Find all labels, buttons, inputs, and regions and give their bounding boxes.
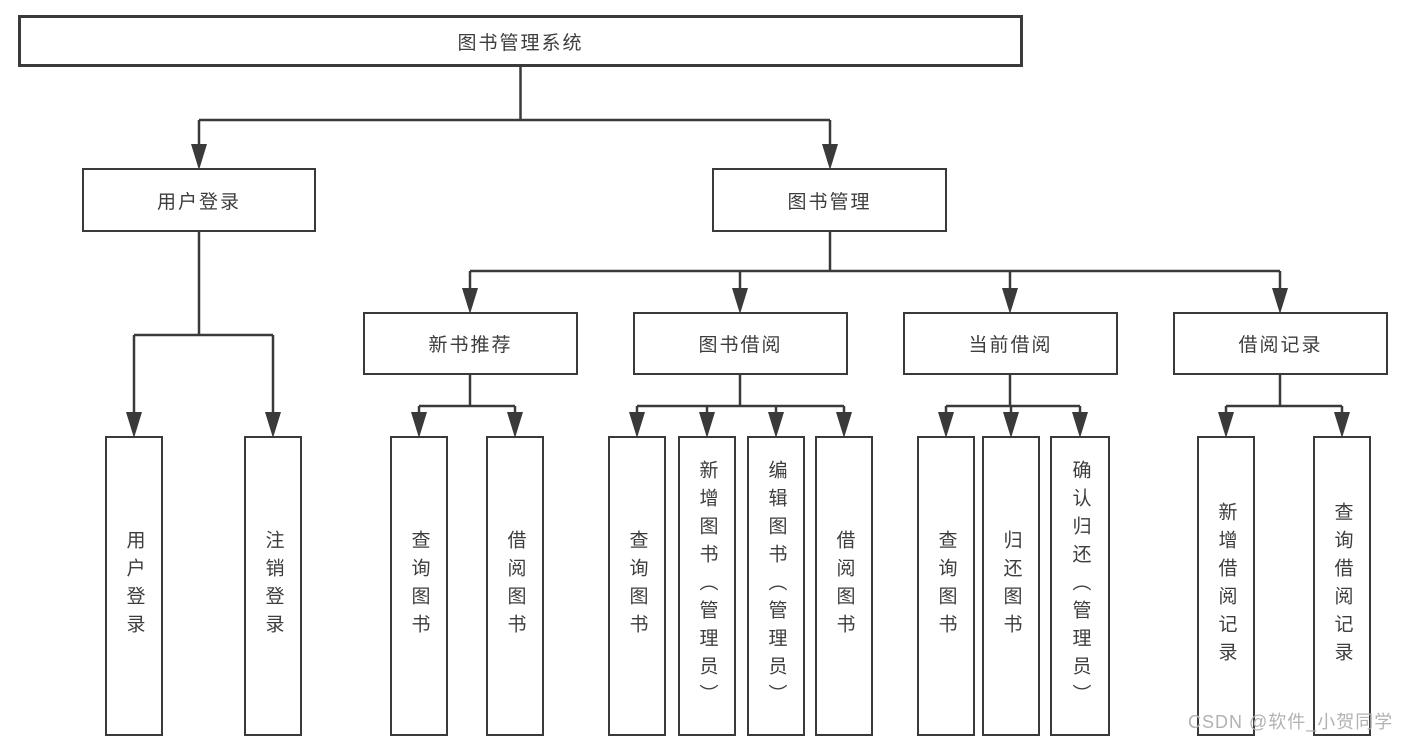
leaf-label: 新增借阅记录 [1215, 502, 1237, 670]
node-label: 用户登录 [156, 191, 241, 213]
leaf-return-books: 归还图书 [982, 436, 1040, 736]
connector-strokes [132, 67, 1344, 414]
leaf-label: 查询借阅记录 [1331, 502, 1353, 670]
leaf-add-books-admin: 新增图书（管理员） [678, 436, 736, 736]
leaf-user-login: 用户登录 [105, 436, 163, 736]
leaf-label: 注销登录 [262, 530, 284, 642]
leaf-borrow-books: 借阅图书 [815, 436, 873, 736]
leaf-newbook-borrow-books: 借阅图书 [486, 436, 544, 736]
leaf-label: 借阅图书 [833, 530, 855, 642]
node-label: 借阅记录 [1238, 335, 1323, 356]
node-label: 图书管理 [787, 191, 872, 213]
manage-group-connector [468, 232, 1282, 290]
leaf-label: 查询图书 [626, 530, 648, 642]
root-connector [197, 67, 832, 148]
leaf-label: 确认归还（管理员） [1069, 460, 1091, 712]
node-current-borrowing: 当前借阅 [903, 312, 1118, 375]
leaf-confirm-return-admin: 确认归还（管理员） [1050, 436, 1110, 736]
leaf-newbook-query-books: 查询图书 [390, 436, 448, 736]
leaf-borrow-query-books: 查询图书 [608, 436, 666, 736]
borrow-group-connector [635, 375, 846, 414]
node-label: 图书借阅 [698, 335, 783, 356]
leaf-label: 借阅图书 [504, 530, 526, 642]
node-label: 当前借阅 [968, 335, 1053, 356]
leaf-label: 编辑图书（管理员） [765, 460, 787, 712]
node-borrow-records: 借阅记录 [1173, 312, 1388, 375]
leaf-logout: 注销登录 [244, 436, 302, 736]
leaf-label: 新增图书（管理员） [696, 460, 718, 712]
login-group-connector [132, 232, 275, 414]
newbook-group-connector [417, 375, 517, 414]
leaf-label: 查询图书 [408, 530, 430, 642]
current-group-connector [944, 375, 1082, 414]
arrowheads [126, 144, 1350, 438]
leaf-label: 查询图书 [935, 530, 957, 642]
records-group-connector [1224, 375, 1344, 414]
watermark-text: CSDN @软件_小贺同学 [1188, 712, 1394, 732]
node-label: 图书管理系统 [457, 32, 584, 54]
leaf-add-borrow-record: 新增借阅记录 [1197, 436, 1255, 736]
node-system-root: 图书管理系统 [18, 15, 1023, 67]
node-book-management: 图书管理 [712, 168, 947, 232]
leaf-current-query-books: 查询图书 [917, 436, 975, 736]
node-book-borrowing: 图书借阅 [633, 312, 848, 375]
node-label: 新书推荐 [428, 335, 513, 356]
node-user-login: 用户登录 [82, 168, 316, 232]
node-new-book-recommend: 新书推荐 [363, 312, 578, 375]
leaf-query-borrow-record: 查询借阅记录 [1313, 436, 1371, 736]
leaf-edit-books-admin: 编辑图书（管理员） [747, 436, 805, 736]
leaf-label: 归还图书 [1000, 530, 1022, 642]
leaf-label: 用户登录 [123, 530, 145, 642]
